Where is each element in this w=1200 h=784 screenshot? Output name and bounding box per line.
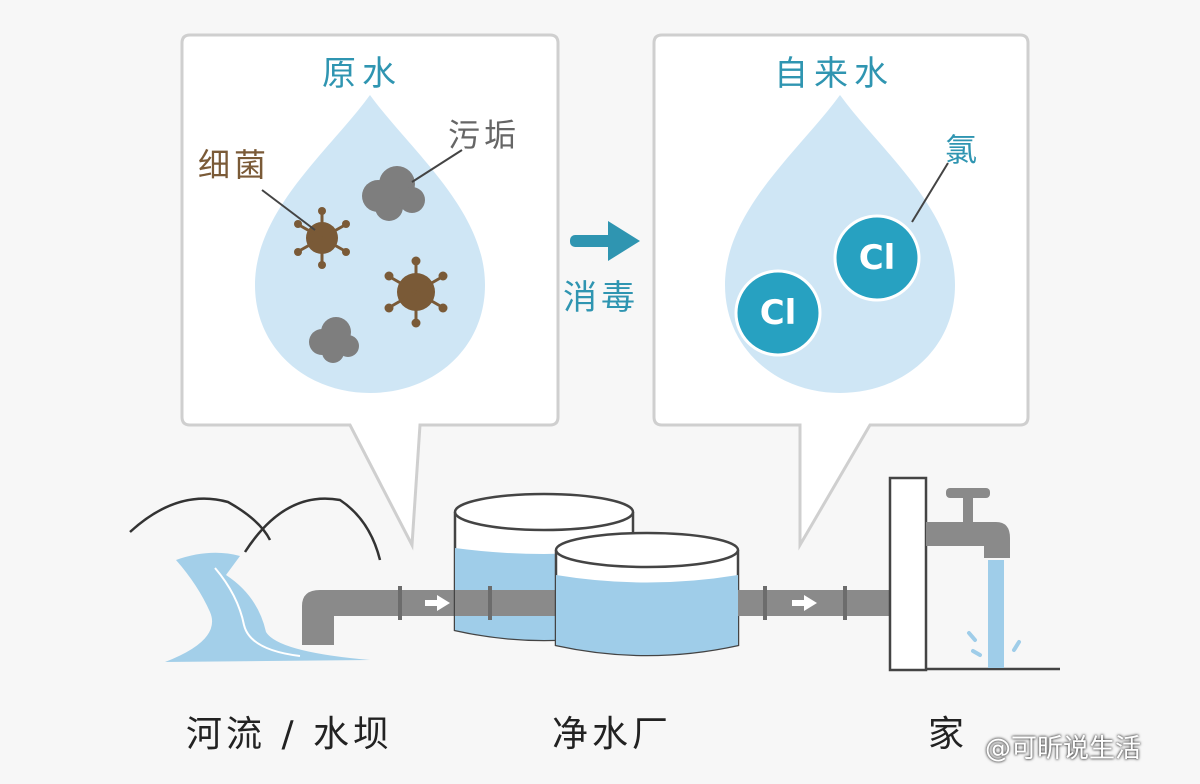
water-splash: [967, 631, 1021, 657]
mountain-icon: [243, 497, 382, 561]
filtration-tank: [554, 531, 740, 657]
stage-home-label: 家: [928, 714, 969, 755]
stage-source-label: 河流 / 水坝: [186, 714, 394, 755]
dirt-icon: [309, 317, 359, 363]
inlet-pipe: [302, 590, 460, 645]
transfer-pipe: [455, 590, 565, 616]
bacteria-pointer: [261, 189, 316, 231]
chlorine-symbol: Cl: [759, 293, 797, 333]
watermark: @可昕说生活: [985, 734, 1142, 764]
dirt-icon: [362, 166, 425, 221]
tap-water-title: 自来水: [774, 54, 894, 94]
river-wave: [214, 567, 301, 657]
chlorine-atom: [833, 214, 921, 302]
house-wall: [888, 476, 928, 672]
chlorine-symbol: Cl: [858, 238, 896, 278]
raw-water-drop: [255, 95, 485, 393]
raw-water-title: 原水: [322, 54, 402, 94]
mountain-icon: [129, 497, 272, 541]
dirt-label: 污垢: [448, 116, 521, 154]
faucet-icon: [926, 488, 1010, 558]
flow-arrow-icon: [425, 595, 450, 611]
disinfection-label: 消毒: [563, 278, 639, 318]
arrow-right-icon: [570, 221, 640, 261]
water-stream: [988, 560, 1004, 668]
chlorine-pointer: [911, 162, 949, 223]
stage-plant-label: 净水厂: [552, 714, 673, 755]
dirt-pointer: [411, 149, 463, 183]
flow-arrow-icon: [792, 595, 817, 611]
bacteria-icon: [384, 256, 448, 328]
chlorine-label: 氯: [945, 131, 982, 169]
bacteria-icon: [294, 207, 350, 269]
river: [165, 552, 370, 662]
chlorine-atom: [734, 269, 822, 357]
bacteria-label: 细菌: [198, 146, 271, 184]
